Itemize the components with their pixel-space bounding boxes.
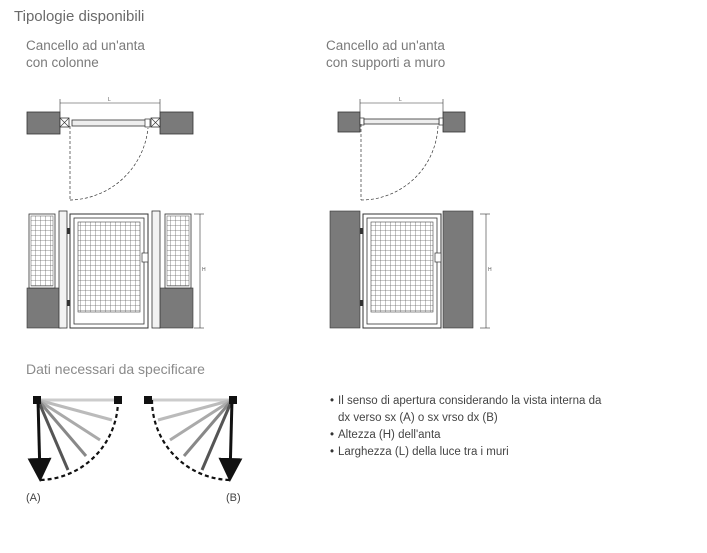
note-width: Larghezza (L) della luce tra i muri — [330, 444, 601, 461]
wall-left — [337, 111, 361, 133]
type-1-caption-line1: Cancello ad un'anta — [26, 38, 145, 53]
wall-right — [158, 287, 194, 329]
swing-arc — [360, 123, 439, 201]
wall-right — [442, 210, 474, 329]
gate-mesh — [77, 221, 141, 313]
type-1-elevation: H — [26, 210, 206, 329]
wall-right — [442, 111, 466, 133]
width-label: L — [108, 97, 111, 103]
type-2-caption: Cancello ad un'anta con supporti a muro — [326, 37, 445, 71]
height-label: H — [488, 267, 492, 273]
label-a: (A) — [26, 492, 41, 504]
type-2-caption-line1: Cancello ad un'anta — [326, 38, 445, 53]
note-height: Altezza (H) dell'anta — [330, 427, 601, 444]
type-2-elevation: H — [329, 210, 492, 329]
hinge-block — [33, 396, 41, 404]
width-label: L — [399, 97, 402, 103]
column-right — [151, 210, 161, 329]
note-opening-direction-line2: dx verso sx (A) o sx vrso dx (B) — [338, 412, 498, 424]
spec-notes-list: Il senso di apertura considerando la vis… — [330, 393, 601, 461]
gate-leaf-plan — [71, 119, 148, 127]
note-opening-direction: Il senso di apertura considerando la vis… — [330, 393, 601, 427]
type-1-plan-view: L — [26, 97, 194, 201]
gate-mesh — [370, 221, 434, 313]
type-2-plan-view: L — [337, 97, 466, 201]
stop-block — [114, 396, 122, 404]
swing-arc — [150, 399, 231, 482]
column-left — [58, 210, 68, 329]
type-1-caption-line2: con colonne — [26, 55, 99, 70]
gate-leaf-plan — [363, 118, 440, 125]
wall-right — [159, 111, 194, 135]
note-opening-direction-line1: Il senso di apertura considerando la vis… — [338, 395, 602, 407]
type-2-caption-line2: con supporti a muro — [326, 55, 446, 70]
page-title: Tipologie disponibili — [14, 8, 145, 25]
stop-block — [144, 396, 152, 404]
wall-left — [26, 287, 62, 329]
gate-lock — [434, 252, 442, 263]
hinge-block — [229, 396, 237, 404]
wall-left — [329, 210, 361, 329]
section-title-specs: Dati necessari da specificare — [26, 361, 205, 377]
type-1-caption: Cancello ad un'anta con colonne — [26, 37, 145, 71]
swing-arc — [69, 127, 149, 201]
label-b: (B) — [226, 492, 241, 504]
swing-arc — [39, 399, 120, 482]
wall-left — [26, 111, 61, 135]
opening-diagram-a — [27, 396, 122, 482]
opening-diagram-b — [144, 396, 243, 482]
height-label: H — [202, 267, 206, 273]
gate-lock — [141, 252, 149, 263]
